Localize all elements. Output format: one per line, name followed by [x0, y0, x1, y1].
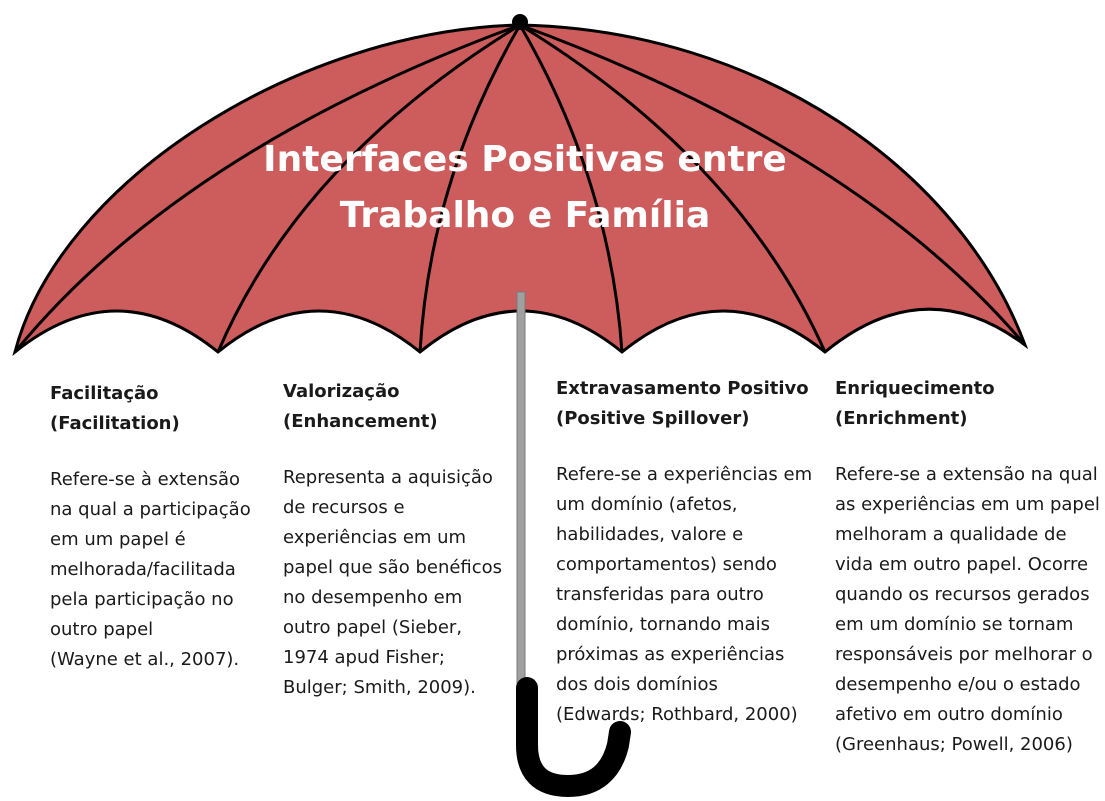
- umbrella-tip: [512, 14, 528, 30]
- concept-description: Representa a aquisição de recursos e exp…: [283, 467, 503, 698]
- umbrella-canopy: [12, 23, 1029, 357]
- concept-name-pt: Valorização: [283, 381, 400, 402]
- concept-citation: (Edwards; Rothbard, 2000): [556, 704, 798, 725]
- diagram-title: Interfaces Positivas entre Trabalho e Fa…: [200, 132, 850, 244]
- concept-name-en: (Positive Spillover): [556, 408, 750, 429]
- concept-description: Refere-se à extensão na qual a participa…: [50, 469, 251, 640]
- concept-name-pt: Extravasamento Positivo: [556, 378, 809, 399]
- title-line-1: Interfaces Positivas entre: [263, 139, 787, 180]
- concept-enrichment: Enriquecimento (Enrichment) Refere-se a …: [835, 374, 1103, 760]
- concept-description: Refere-se a extensão na qual as experiên…: [835, 464, 1100, 755]
- concept-enhancement: Valorização (Enhancement) Representa a a…: [283, 377, 513, 703]
- concept-positive-spillover: Extravasamento Positivo (Positive Spillo…: [556, 374, 821, 730]
- concept-name-en: (Enrichment): [835, 408, 968, 429]
- concept-facilitation: Facilitação (Facilitation) Refere-se à e…: [50, 379, 265, 675]
- concept-citation: (Wayne et al., 2007).: [50, 649, 240, 670]
- concept-description: Refere-se a experiências em um domínio (…: [556, 464, 813, 695]
- concept-name-en: (Enhancement): [283, 411, 438, 432]
- umbrella-handle: [516, 677, 631, 798]
- concept-name-pt: Enriquecimento: [835, 378, 995, 399]
- umbrella-shaft: [516, 291, 526, 693]
- concept-name-en: (Facilitation): [50, 413, 180, 434]
- umbrella-ribs: [13, 23, 1027, 353]
- title-line-2: Trabalho e Família: [339, 195, 711, 236]
- concept-name-pt: Facilitação: [50, 383, 159, 404]
